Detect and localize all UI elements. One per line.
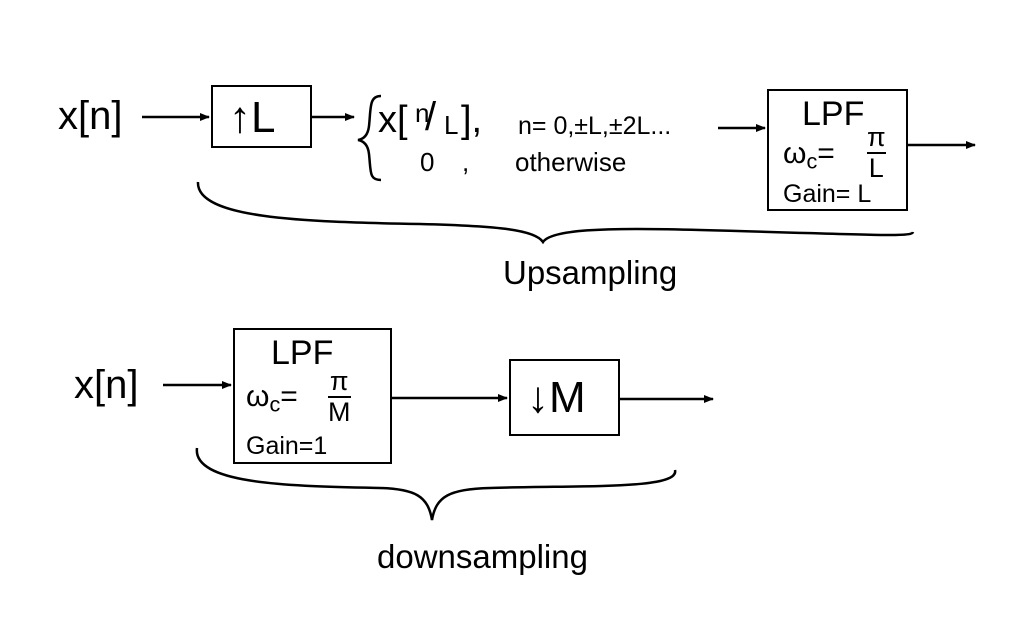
expr-otherwise: otherwise	[515, 147, 627, 177]
fraction-denominator: M	[328, 397, 351, 427]
down-arrow-icon: ↓	[527, 373, 549, 422]
expr-denominator: L	[444, 110, 459, 140]
upsampling-lpf-title: LPF	[802, 95, 865, 133]
expr-slash: /	[425, 95, 437, 139]
downsampling-lpf-block: LPF ωc= π M Gain=1	[233, 328, 392, 464]
omega-symbol: ω	[783, 137, 807, 170]
fraction-numerator: π	[867, 122, 886, 152]
downsampler-label: ↓M	[527, 376, 586, 420]
downsampling-factor: M	[549, 373, 586, 422]
upsampler-label: ↑L	[229, 96, 275, 140]
expr-zero: 0	[420, 147, 435, 177]
downsampler-block: ↓M	[509, 359, 620, 436]
upsampling-lpf-cutoff: ωc=	[783, 139, 835, 172]
expr-comma: ,	[462, 147, 470, 177]
upsampling-lpf-block: LPF ωc= π L Gain= L	[767, 89, 908, 211]
up-arrow-icon: ↑	[229, 93, 251, 142]
fraction-bar	[867, 152, 886, 154]
downsampling-cutoff-fraction: π M	[328, 368, 351, 426]
downsampling-lpf-title: LPF	[271, 334, 334, 372]
upsampling-brace	[196, 181, 915, 245]
equals-sign: =	[817, 137, 835, 170]
equals-sign: =	[280, 380, 298, 413]
downsampling-brace	[195, 447, 677, 521]
omega-symbol: ω	[246, 380, 270, 413]
upsampling-caption: Upsampling	[503, 254, 678, 291]
upsampler-block: ↑L	[211, 85, 312, 148]
omega-subscript: c	[806, 148, 818, 174]
upsampling-cutoff-fraction: π L	[867, 124, 886, 182]
upsampling-factor: L	[251, 93, 276, 142]
piecewise-brace	[357, 94, 382, 182]
expr-condition: n= 0,±L,±2L...	[518, 112, 672, 140]
omega-subscript: c	[269, 391, 281, 417]
upsampling-input-label: x[n]	[58, 94, 123, 138]
downsampling-input-label: x[n]	[74, 363, 139, 407]
fraction-denominator: L	[868, 153, 884, 183]
downsampling-lpf-gain: Gain=1	[246, 432, 328, 460]
fraction-bar	[328, 396, 351, 398]
upsampling-lpf-gain: Gain= L	[783, 180, 872, 208]
expr-numerator: n	[415, 98, 430, 128]
expr-close: ],	[461, 99, 483, 141]
expr-main: x[	[378, 99, 408, 141]
downsampling-caption: downsampling	[377, 538, 588, 575]
downsampling-lpf-cutoff: ωc=	[246, 382, 298, 415]
fraction-numerator: π	[329, 366, 349, 396]
